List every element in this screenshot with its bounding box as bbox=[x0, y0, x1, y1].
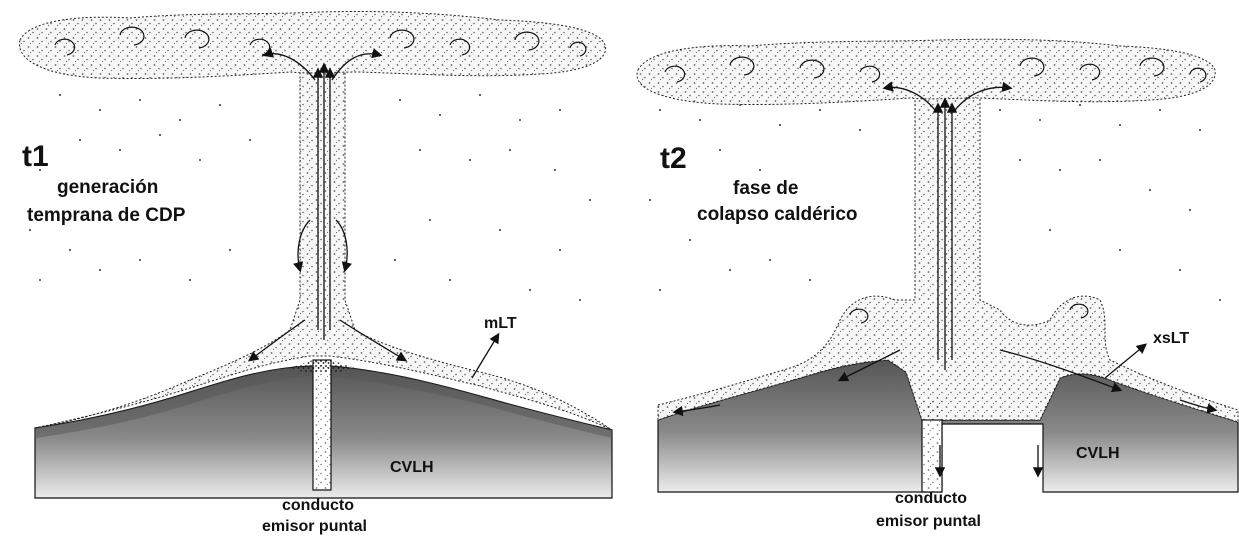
basement-label: CVLH bbox=[1076, 445, 1120, 462]
caption-line-1: generación bbox=[57, 177, 158, 198]
caption-line-1: fase de bbox=[733, 178, 798, 199]
vent-label-line-1: conducto bbox=[895, 490, 967, 507]
time-label-t2: t2 bbox=[660, 142, 687, 175]
vent-label-line-2: emisor puntal bbox=[876, 513, 981, 530]
basement-label: CVLH bbox=[390, 459, 434, 476]
caption-line-2: colapso caldérico bbox=[697, 204, 858, 225]
deposit-label-mlt: mLT bbox=[484, 315, 517, 332]
time-label-t1: t1 bbox=[22, 140, 49, 173]
panel-t2: t2 fase de colapso caldérico xsLT CVLH c… bbox=[637, 39, 1238, 530]
caption-line-2: temprana de CDP bbox=[27, 205, 186, 226]
mlt-pointer bbox=[472, 335, 498, 378]
deposit-label-xslt: xsLT bbox=[1153, 330, 1189, 347]
vent-label-line-1: conducto bbox=[282, 497, 354, 514]
panel-t1: t1 generación temprana de CDP mLT CVLH c… bbox=[20, 11, 612, 535]
vent-label-line-2: emisor puntal bbox=[262, 518, 367, 535]
